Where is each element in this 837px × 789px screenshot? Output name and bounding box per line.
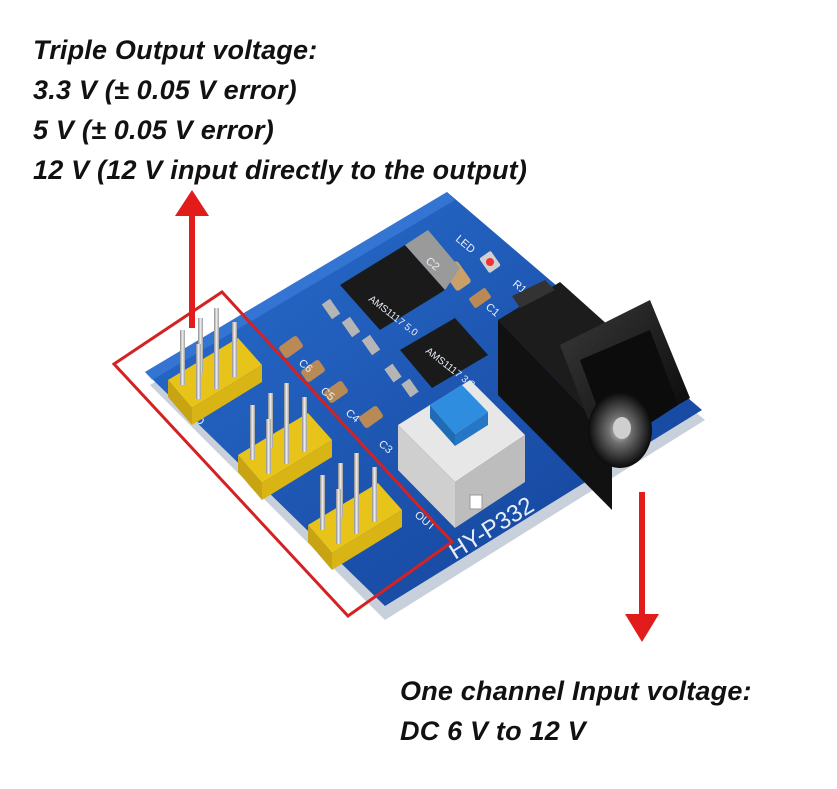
- pin-header-group-3: [308, 453, 402, 570]
- pin-header-group-2: [238, 383, 332, 500]
- input-caption-line-range: DC 6 V to 12 V: [400, 716, 586, 746]
- input-voltage-caption: One channel Input voltage: DC 6 V to 12 …: [400, 671, 752, 751]
- output-caption-title: Triple Output voltage:: [33, 35, 318, 65]
- output-arrow: [175, 190, 209, 328]
- output-headers-highlight-box: [111, 290, 455, 618]
- input-caption-title: One channel Input voltage:: [400, 676, 752, 706]
- output-caption-line-5v: 5 V (± 0.05 V error): [33, 115, 274, 145]
- power-push-button: [398, 380, 525, 528]
- output-voltage-caption: Triple Output voltage: 3.3 V (± 0.05 V e…: [33, 30, 527, 190]
- output-caption-line-3v3: 3.3 V (± 0.05 V error): [33, 75, 297, 105]
- pin-header-group-1: [168, 308, 262, 425]
- input-arrow: [625, 492, 659, 642]
- dc-barrel-jack: [498, 280, 690, 510]
- output-caption-line-12v: 12 V (12 V input directly to the output): [33, 155, 528, 185]
